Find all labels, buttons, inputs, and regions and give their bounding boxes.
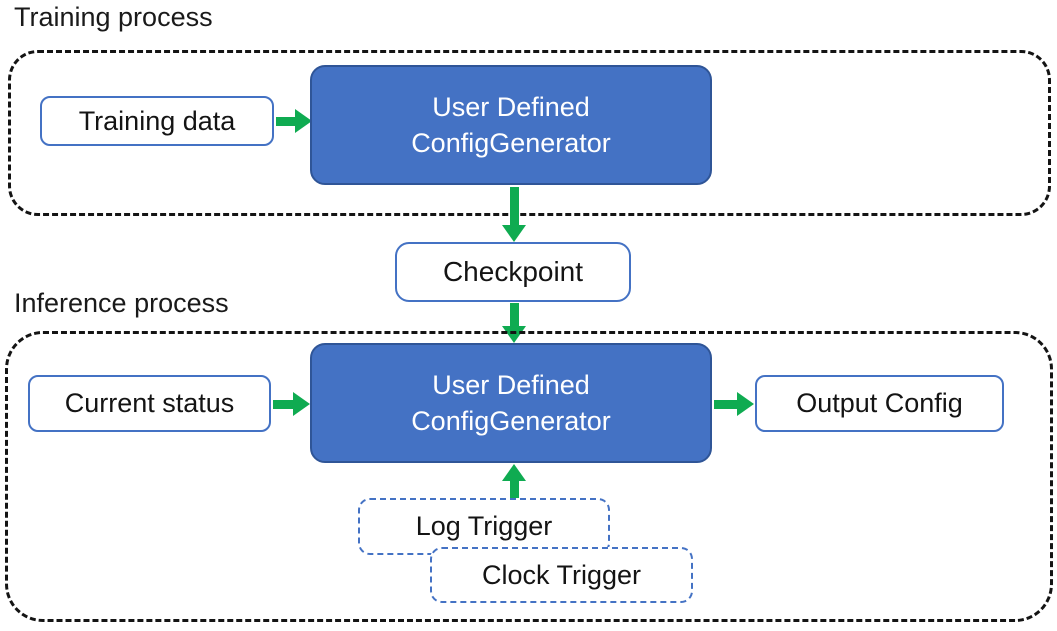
arrow-generator-to-checkpoint (502, 187, 526, 242)
training-data-node: Training data (40, 96, 274, 146)
arrow-shaft (509, 481, 519, 498)
generator-label-line1: User Defined (432, 369, 590, 400)
arrow-shaft (509, 187, 519, 225)
inference-process-container (5, 331, 1053, 622)
arrow-generator-to-output-config (714, 392, 754, 416)
arrow-head-right-icon (737, 392, 754, 416)
arrow-shaft (276, 116, 295, 126)
arrow-head-right-icon (295, 109, 312, 133)
arrow-head-down-icon (502, 225, 526, 242)
arrow-training-data-to-generator (276, 109, 312, 133)
training-process-container (8, 50, 1051, 216)
generator-label-line2: ConfigGenerator (411, 406, 611, 436)
arrow-head-down-icon (502, 326, 526, 343)
arrow-triggers-to-generator (502, 464, 526, 498)
training-process-title: Training process (14, 2, 213, 32)
clock-trigger-node: Clock Trigger (430, 547, 693, 603)
arrow-head-up-icon (502, 464, 526, 481)
generator-label-line2: ConfigGenerator (411, 128, 611, 158)
checkpoint-node: Checkpoint (395, 242, 631, 302)
arrow-checkpoint-to-inference-generator (502, 303, 526, 343)
arrow-current-status-to-generator (273, 392, 310, 416)
arrow-shaft (714, 399, 737, 409)
current-status-node: Current status (28, 375, 271, 432)
inference-process-title: Inference process (14, 288, 229, 318)
arrow-shaft (509, 303, 519, 326)
arrow-shaft (273, 399, 293, 409)
generator-label-line1: User Defined (432, 91, 590, 122)
output-config-node: Output Config (755, 375, 1004, 432)
inference-config-generator-node: User Defined ConfigGenerator (310, 343, 712, 463)
arrow-head-right-icon (293, 392, 310, 416)
training-config-generator-node: User Defined ConfigGenerator (310, 65, 712, 185)
